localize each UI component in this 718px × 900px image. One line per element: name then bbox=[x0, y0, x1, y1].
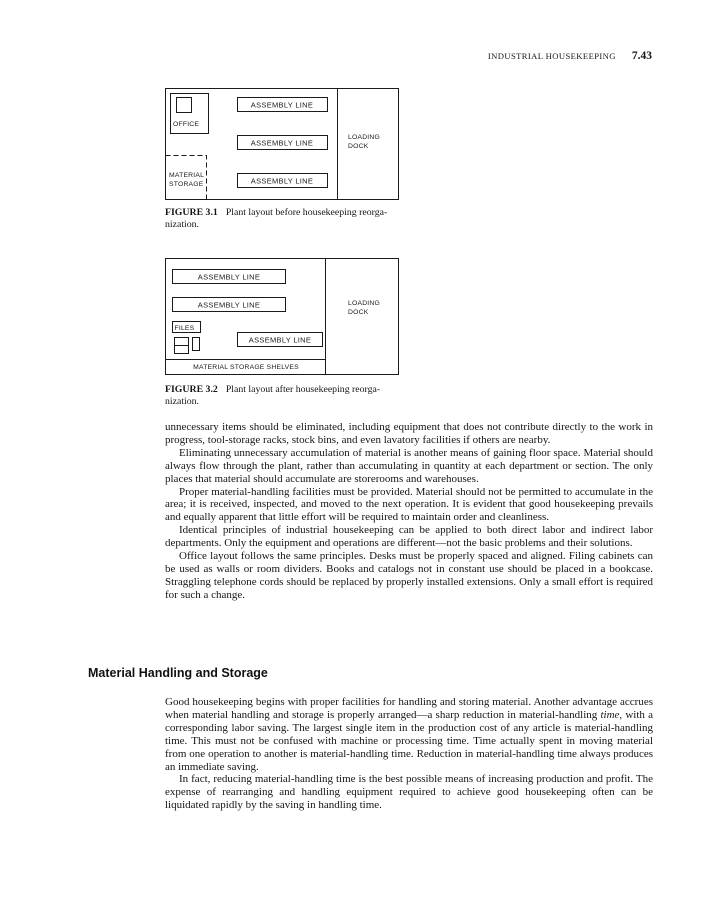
assembly-line-3-box bbox=[237, 173, 328, 188]
files-label: FILES bbox=[175, 325, 195, 332]
loading-dock-label-line2: DOCK bbox=[348, 309, 369, 316]
figure-3-2-caption-line2: nization. bbox=[165, 396, 200, 407]
loading-dock-label-line2: DOCK bbox=[348, 143, 369, 150]
running-header: INDUSTRIAL HOUSEKEEPING 7.43 bbox=[165, 50, 652, 62]
figure-3-2-caption-line1: Plant layout after housekeeping reorga- bbox=[225, 384, 381, 395]
assembly-line-1-box bbox=[237, 97, 328, 112]
body-section-1: unnecessary items should be eliminated, … bbox=[165, 421, 653, 602]
assembly-line-2-box bbox=[237, 135, 328, 150]
assembly-line-1-label: ASSEMBLY LINE bbox=[198, 273, 260, 282]
paragraph-text: with a corresponding labor saving. The l… bbox=[165, 708, 653, 773]
assembly-line-2-box bbox=[172, 297, 286, 312]
figure-3-1-diagram: OFFICE ASSEMBLY LINE ASSEMBLY LINE ASSEM… bbox=[165, 88, 399, 200]
paragraph: Proper material-handling facilities must… bbox=[165, 485, 653, 524]
assembly-line-3-box bbox=[237, 332, 323, 347]
assembly-line-2-label: ASSEMBLY LINE bbox=[198, 301, 260, 310]
paragraph: unnecessary items should be eliminated, … bbox=[165, 421, 653, 446]
paragraph: Office layout follows the same principle… bbox=[165, 550, 653, 601]
office-room bbox=[170, 93, 209, 134]
assembly-line-1-box bbox=[172, 269, 286, 284]
plant-outline bbox=[165, 88, 399, 200]
paragraph: Good housekeeping begins with proper fac… bbox=[165, 696, 653, 773]
material-storage-label-line2: STORAGE bbox=[169, 181, 204, 188]
paragraph-text: Good housekeeping begins with proper fac… bbox=[165, 696, 653, 721]
file-cabinet-2 bbox=[192, 337, 200, 351]
loading-dock-label-line1: LOADING bbox=[348, 134, 380, 141]
assembly-line-3-label: ASSEMBLY LINE bbox=[249, 336, 311, 345]
running-title: INDUSTRIAL HOUSEKEEPING bbox=[487, 51, 616, 61]
paragraph: In fact, reducing material-handling time… bbox=[165, 773, 653, 812]
figure-3-1-caption-line2: nization. bbox=[165, 219, 200, 230]
material-storage-label-line1: MATERIAL bbox=[169, 172, 204, 179]
italic-word: time, bbox=[600, 708, 623, 721]
material-storage-shelves-label: MATERIAL STORAGE SHELVES bbox=[193, 364, 299, 371]
office-desk bbox=[176, 97, 192, 113]
figure-3-2-diagram: ASSEMBLY LINE ASSEMBLY LINE FILES ASSEMB… bbox=[165, 258, 399, 375]
plant-layout-before-svg: OFFICE ASSEMBLY LINE ASSEMBLY LINE ASSEM… bbox=[165, 88, 399, 200]
paragraph: Identical principles of industrial house… bbox=[165, 524, 653, 550]
files-box bbox=[172, 321, 201, 333]
figure-3-1-caption: FIGURE 3.1 Plant layout before housekeepi… bbox=[165, 207, 445, 231]
plant-layout-after-svg: ASSEMBLY LINE ASSEMBLY LINE FILES ASSEMB… bbox=[165, 258, 399, 375]
paragraph: Eliminating unnecessary accumulation of … bbox=[165, 446, 653, 485]
page-number: 7.43 bbox=[631, 50, 652, 62]
assembly-line-1-label: ASSEMBLY LINE bbox=[251, 101, 313, 110]
office-label: OFFICE bbox=[173, 121, 199, 128]
material-storage-boundary bbox=[165, 155, 207, 200]
figure-3-2-caption-label: FIGURE 3.2 bbox=[165, 384, 218, 395]
loading-dock-label-line1: LOADING bbox=[348, 300, 380, 307]
plant-outline bbox=[165, 258, 399, 375]
assembly-line-3-label: ASSEMBLY LINE bbox=[251, 177, 313, 186]
figure-3-1-caption-label: FIGURE 3.1 bbox=[165, 207, 218, 218]
figure-3-2-caption: FIGURE 3.2 Plant layout after housekeepin… bbox=[165, 384, 445, 408]
body-section-2: Good housekeeping begins with proper fac… bbox=[165, 696, 653, 812]
assembly-line-2-label: ASSEMBLY LINE bbox=[251, 139, 313, 148]
section-heading: Material Handling and Storage bbox=[88, 666, 268, 680]
figure-3-1-caption-line1: Plant layout before housekeeping reorga- bbox=[225, 207, 388, 218]
